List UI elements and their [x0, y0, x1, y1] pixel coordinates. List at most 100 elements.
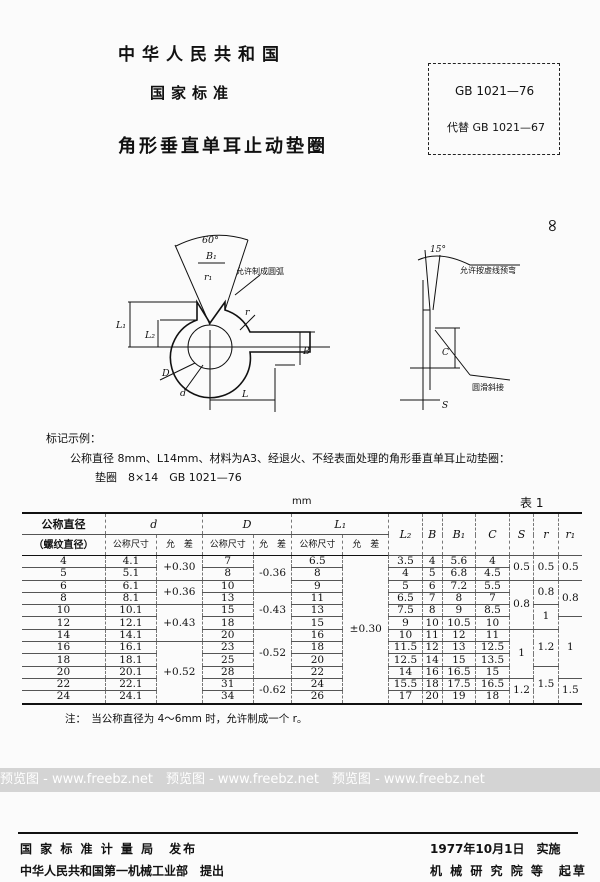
cell-d-tolerance: +0.36 — [155, 580, 203, 606]
cell-r: 1.2 — [533, 629, 559, 667]
l2-label: L₂ — [144, 330, 155, 341]
marking-heading: 标记示例： — [46, 432, 101, 445]
cell-B1: 19 — [441, 690, 476, 705]
cell-B: 4 — [421, 555, 443, 569]
cell-S: 1.2 — [508, 678, 534, 705]
cell-L2: 4 — [388, 567, 423, 581]
d-inner-label: d — [180, 388, 186, 399]
cell-L1-tolerance: ±0.30 — [342, 555, 389, 705]
cell-nominal-diameter: 16 — [22, 641, 106, 655]
table-caption: 表 1 — [520, 496, 544, 510]
header-D-tol: 允 差 — [252, 534, 292, 556]
cell-D-tolerance: -0.43 — [252, 592, 292, 630]
cell-D: 18 — [201, 616, 254, 630]
header-d-nominal: 公称尺寸 — [104, 534, 157, 556]
cell-B1: 10.5 — [441, 616, 476, 630]
cell-L2: 11.5 — [388, 641, 423, 655]
cell-C: 16.5 — [475, 678, 510, 692]
arc-note: 允许制成圆弧 — [236, 266, 284, 276]
cell-C: 18 — [475, 690, 510, 705]
header-L1-nominal: 公称尺寸 — [291, 534, 343, 556]
cell-B1: 16.5 — [441, 666, 476, 679]
marking-example: 垫圈 8×14 GB 1021—76 — [95, 471, 242, 484]
header-nominal: 公称直径 — [22, 513, 106, 535]
cell-B1: 12 — [441, 629, 476, 643]
header-d: d — [104, 513, 203, 535]
cell-d: 10.1 — [104, 604, 157, 618]
cell-L2: 6.5 — [388, 592, 423, 606]
cell-L1: 24 — [291, 678, 343, 692]
cell-nominal-diameter: 20 — [22, 666, 106, 679]
cell-nominal-diameter: 14 — [22, 629, 106, 643]
cell-D: 34 — [201, 690, 254, 705]
cell-d: 24.1 — [104, 690, 157, 705]
cell-D: 28 — [201, 666, 254, 679]
cell-L1: 6.5 — [291, 555, 343, 569]
cell-d-tolerance: +0.52 — [155, 641, 203, 705]
r1-label: r₁ — [204, 272, 212, 283]
cell-C: 12.5 — [475, 641, 510, 655]
cell-D: 20 — [201, 629, 254, 643]
issuer: 国 家 标 准 计 量 局 发布 — [20, 842, 198, 856]
cell-D: 23 — [201, 641, 254, 655]
l1-label: L₁ — [115, 320, 126, 331]
cell-B: 11 — [421, 629, 443, 643]
cell-nominal-diameter: 5 — [22, 567, 106, 581]
cell-B: 10 — [421, 616, 443, 630]
cell-C: 5.5 — [475, 580, 510, 593]
l-label: L — [241, 389, 248, 400]
cell-B: 8 — [421, 604, 443, 618]
cell-d: 22.1 — [104, 678, 157, 692]
cell-B: 5 — [421, 567, 443, 581]
cell-L1: 9 — [291, 580, 343, 593]
cell-D: 10 — [201, 580, 254, 593]
cell-L1: 11 — [291, 592, 343, 606]
header-D-nominal: 公称尺寸 — [201, 534, 254, 556]
cell-L1: 20 — [291, 653, 343, 667]
cell-B: 6 — [421, 580, 443, 593]
effective-date: 1977年10月1日 实施 — [430, 842, 561, 856]
cell-d: 16.1 — [104, 641, 157, 655]
cell-L2: 3.5 — [388, 555, 423, 569]
cell-D: 7 — [201, 555, 254, 569]
cell-L2: 9 — [388, 616, 423, 630]
cell-B1: 13 — [441, 641, 476, 655]
document-title: 角形垂直单耳止动垫圈 — [118, 136, 328, 157]
cell-L1: 13 — [291, 604, 343, 618]
header-d-tol: 允 差 — [155, 534, 203, 556]
cell-C: 8.5 — [475, 604, 510, 618]
cell-B1: 7.2 — [441, 580, 476, 593]
cell-L2: 12.5 — [388, 653, 423, 667]
cell-L1: 22 — [291, 666, 343, 679]
header-L2: L₂ — [388, 513, 423, 556]
cell-B: 14 — [421, 653, 443, 667]
cell-D-tolerance: -0.62 — [252, 678, 292, 705]
cell-d: 5.1 — [104, 567, 157, 581]
cell-d: 8.1 — [104, 592, 157, 606]
cell-B: 7 — [421, 592, 443, 606]
cell-nominal-diameter: 4 — [22, 555, 106, 569]
cell-S: 1 — [508, 629, 534, 679]
cell-C: 7 — [475, 592, 510, 606]
cell-B1: 5.6 — [441, 555, 476, 569]
cell-L2: 10 — [388, 629, 423, 643]
s-label: S — [442, 401, 448, 411]
standard-number-box: GB 1021—76 代替 GB 1021—67 — [428, 63, 560, 155]
cell-B: 18 — [421, 678, 443, 692]
washer-drawing: 60° B₁ r₁ 允许制成圆弧 r L₁ L₂ B D d L 15° 允许按… — [115, 234, 520, 412]
cell-L1: 8 — [291, 567, 343, 581]
cell-B1: 8 — [441, 592, 476, 606]
cell-C: 4.5 — [475, 567, 510, 581]
cell-C: 15 — [475, 666, 510, 679]
r-label: r — [245, 307, 251, 318]
chamfer-note: 圆滑斜接 — [472, 382, 504, 392]
